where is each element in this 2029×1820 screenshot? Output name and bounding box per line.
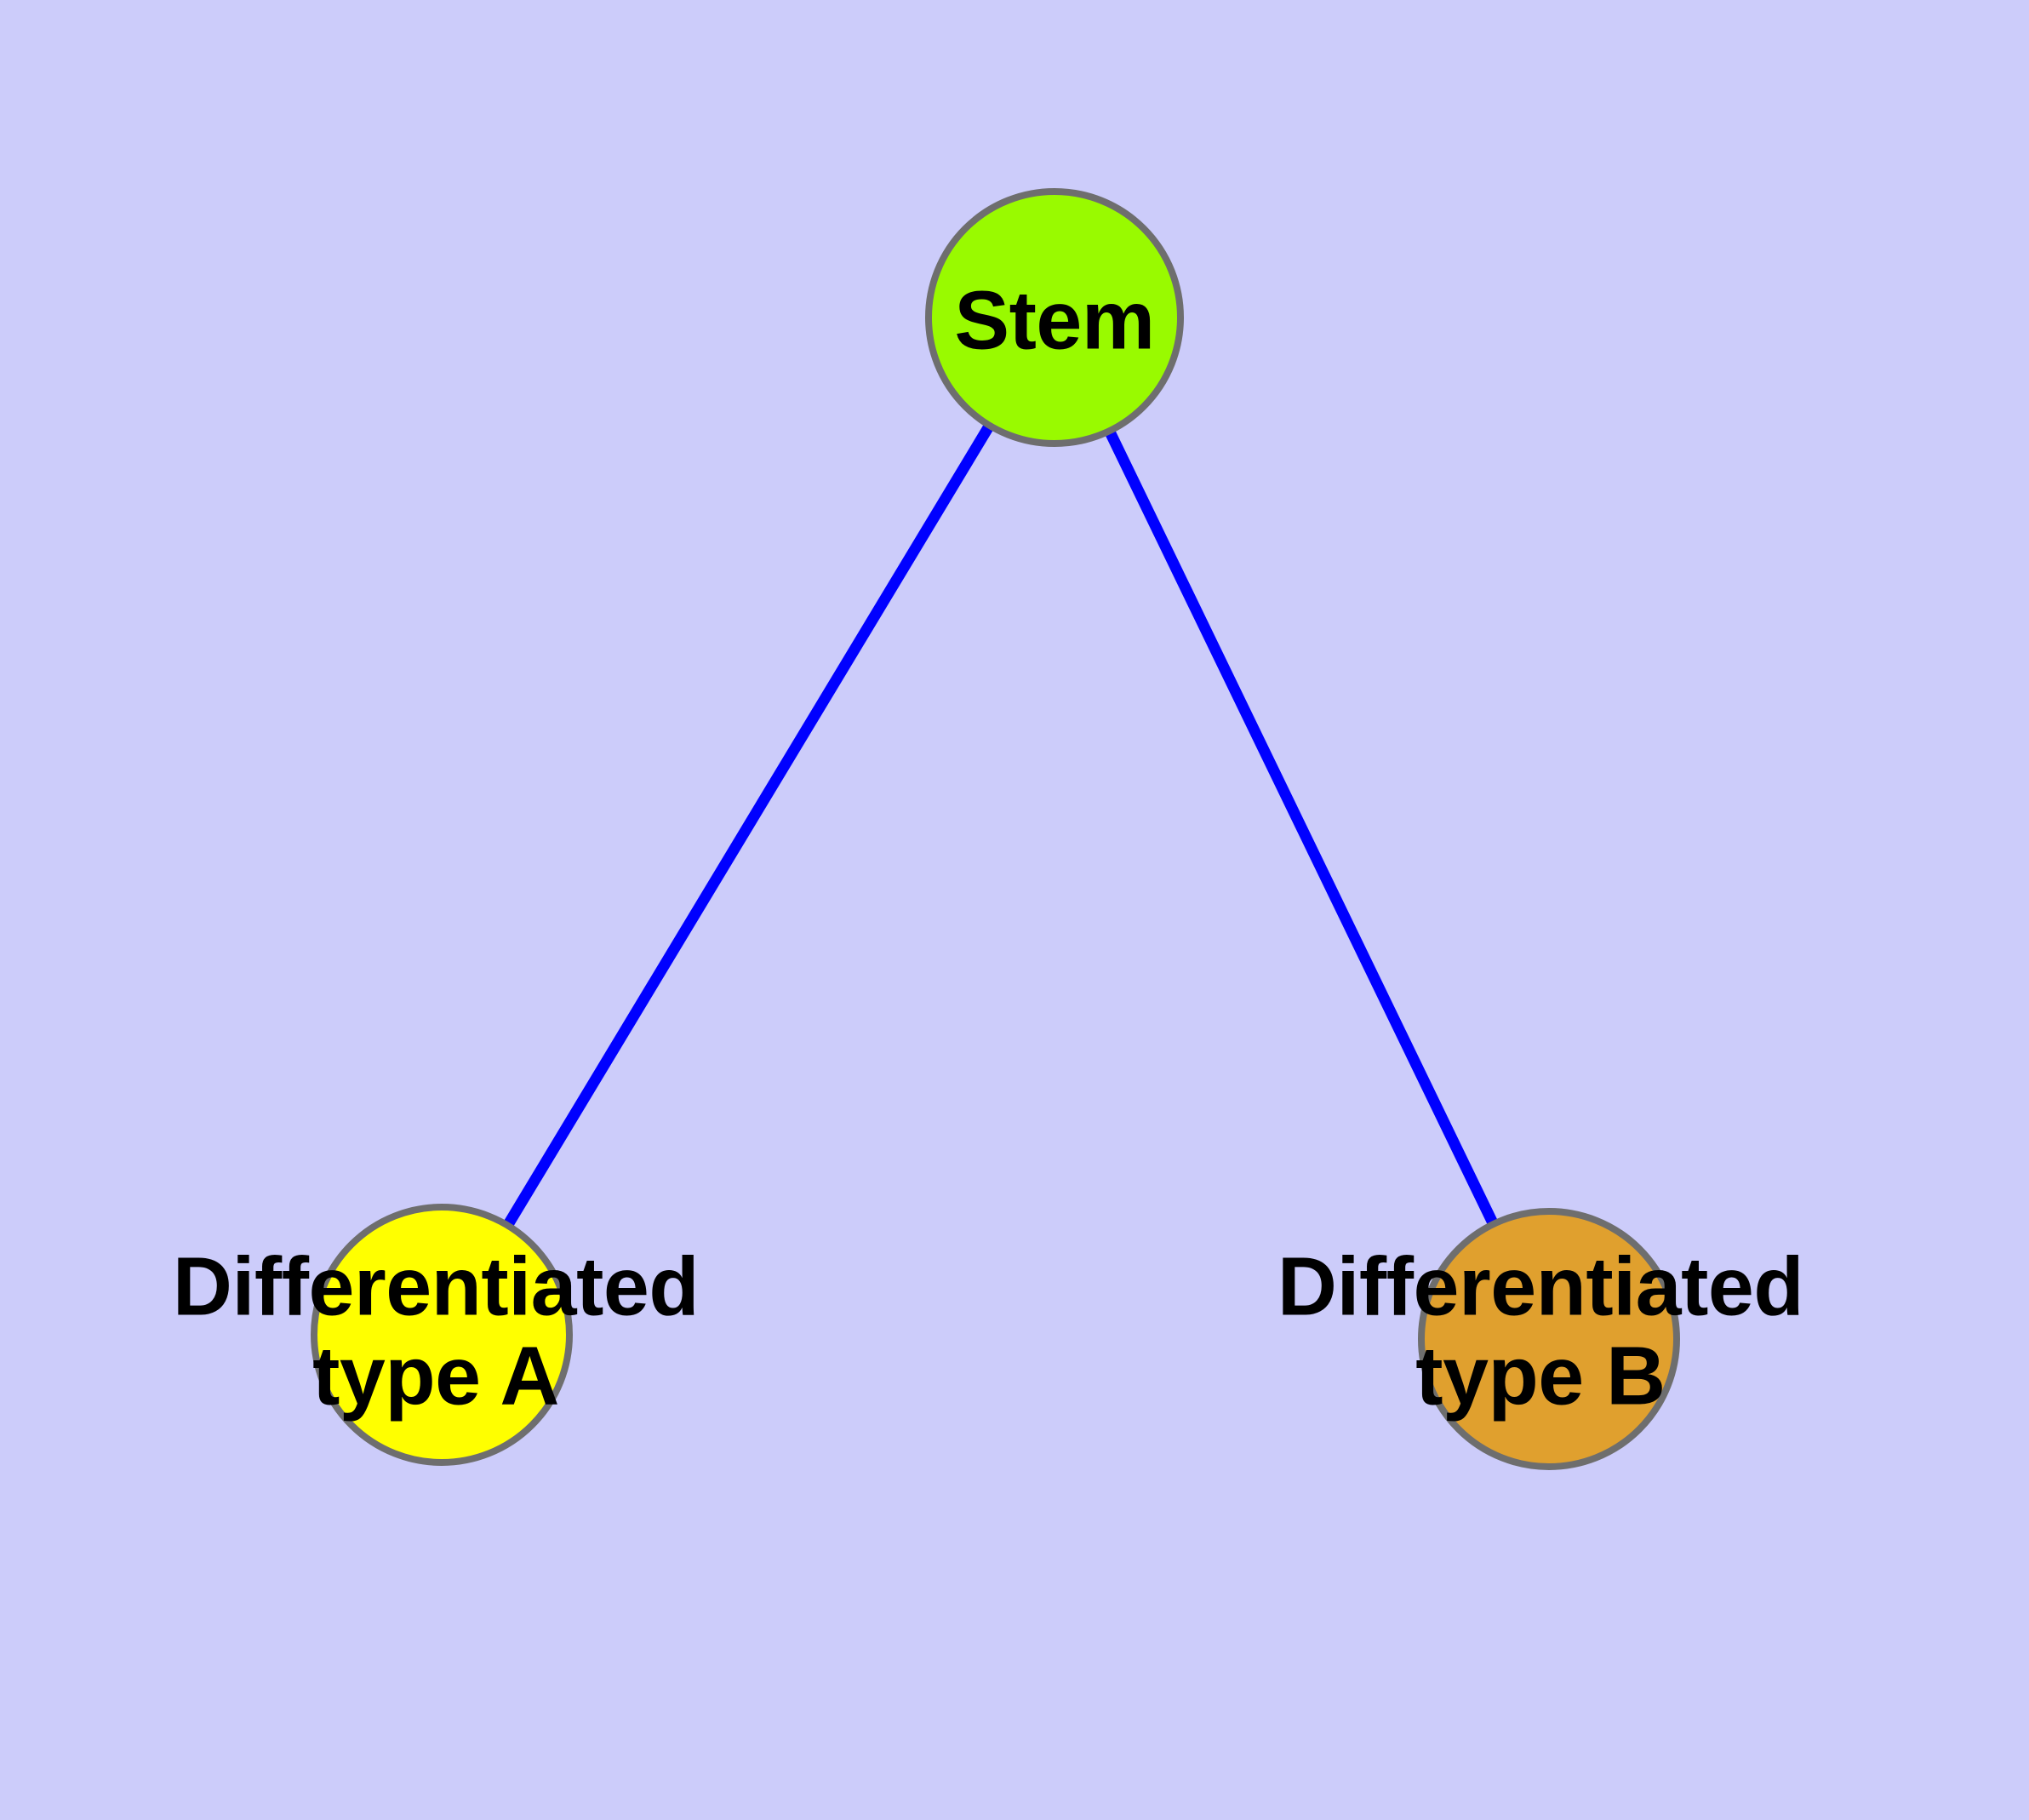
- node-stem[interactable]: [925, 188, 1184, 447]
- node-diff-b[interactable]: [1418, 1208, 1680, 1470]
- edge-stem-diff-b[interactable]: [1105, 430, 1498, 1226]
- node-diff-a[interactable]: [311, 1204, 573, 1466]
- nodes-layer: [311, 188, 1680, 1470]
- edge-stem-diff-a[interactable]: [503, 424, 994, 1228]
- edges-layer: [503, 424, 1498, 1228]
